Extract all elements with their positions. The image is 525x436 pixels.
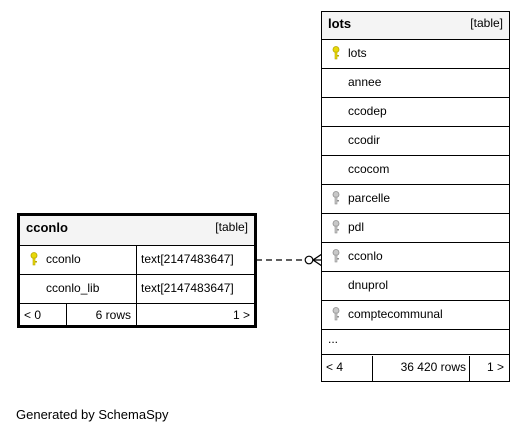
table-header: cconlo [table] bbox=[20, 216, 254, 246]
column-name: comptecommunal bbox=[348, 307, 443, 321]
table-cconlo[interactable]: cconlo [table] cconlo text[2147483647] c… bbox=[17, 213, 257, 328]
foreign-key-icon bbox=[332, 220, 340, 234]
table-type-label: [table] bbox=[470, 16, 503, 30]
column-type: text[2147483647] bbox=[141, 281, 234, 295]
column-row[interactable]: cconlo_lib text[2147483647] bbox=[20, 275, 254, 304]
table-header: lots [table] bbox=[322, 12, 509, 40]
cell-divider bbox=[136, 246, 137, 274]
column-type: text[2147483647] bbox=[141, 252, 234, 266]
column-name: ccocom bbox=[348, 162, 390, 176]
zero-cardinality-marker bbox=[304, 255, 314, 265]
footer-divider bbox=[469, 356, 470, 381]
foreign-key-icon bbox=[332, 249, 340, 263]
table-name: lots bbox=[328, 16, 352, 31]
column-row[interactable]: cconlo text[2147483647] bbox=[20, 246, 254, 275]
more-columns-row: ... bbox=[322, 330, 509, 355]
column-row[interactable]: comptecommunal bbox=[322, 301, 509, 330]
column-name: ccodir bbox=[348, 133, 381, 147]
column-row[interactable]: ccodep bbox=[322, 98, 509, 127]
footer-next-link[interactable]: 1 > bbox=[232, 308, 250, 322]
column-row[interactable]: cconlo bbox=[322, 243, 509, 272]
table-type-label: [table] bbox=[215, 220, 248, 234]
footer-prev-link[interactable]: < 4 bbox=[326, 360, 344, 374]
column-name: cconlo_lib bbox=[46, 281, 100, 295]
column-name: parcelle bbox=[348, 191, 391, 205]
column-name: ccodep bbox=[348, 104, 387, 118]
footer-row-count: 36 420 rows bbox=[400, 360, 466, 374]
column-name: dnuprol bbox=[348, 278, 389, 292]
table-footer: < 4 36 420 rows 1 > bbox=[322, 356, 509, 381]
column-row[interactable]: lots bbox=[322, 40, 509, 69]
column-row[interactable]: pdl bbox=[322, 214, 509, 243]
column-row[interactable]: annee bbox=[322, 69, 509, 98]
crowfoot-many-marker bbox=[312, 253, 323, 267]
column-row[interactable]: ccodir bbox=[322, 127, 509, 156]
generated-by-caption: Generated by SchemaSpy bbox=[16, 407, 169, 422]
column-name: lots bbox=[348, 46, 367, 60]
primary-key-icon bbox=[332, 46, 340, 60]
more-columns-ellipsis: ... bbox=[328, 332, 339, 346]
footer-row-count: 6 rows bbox=[95, 308, 131, 322]
footer-divider bbox=[136, 304, 137, 325]
column-name: annee bbox=[348, 75, 382, 89]
column-name: pdl bbox=[348, 220, 365, 234]
footer-divider bbox=[66, 304, 67, 325]
column-row[interactable]: dnuprol bbox=[322, 272, 509, 301]
table-footer: < 0 6 rows 1 > bbox=[20, 304, 254, 325]
table-lots[interactable]: lots [table] lots annee ccodep ccodir cc… bbox=[321, 11, 510, 382]
footer-next-link[interactable]: 1 > bbox=[486, 360, 504, 374]
table-name: cconlo bbox=[26, 220, 68, 235]
primary-key-icon bbox=[30, 252, 38, 266]
column-name: cconlo bbox=[348, 249, 383, 263]
foreign-key-icon bbox=[332, 307, 340, 321]
footer-prev-link[interactable]: < 0 bbox=[24, 308, 42, 322]
column-row[interactable]: ccocom bbox=[322, 156, 509, 185]
column-row[interactable]: parcelle bbox=[322, 185, 509, 214]
foreign-key-icon bbox=[332, 191, 340, 205]
column-name: cconlo bbox=[46, 252, 81, 266]
footer-divider bbox=[372, 356, 373, 381]
cell-divider bbox=[136, 275, 137, 303]
